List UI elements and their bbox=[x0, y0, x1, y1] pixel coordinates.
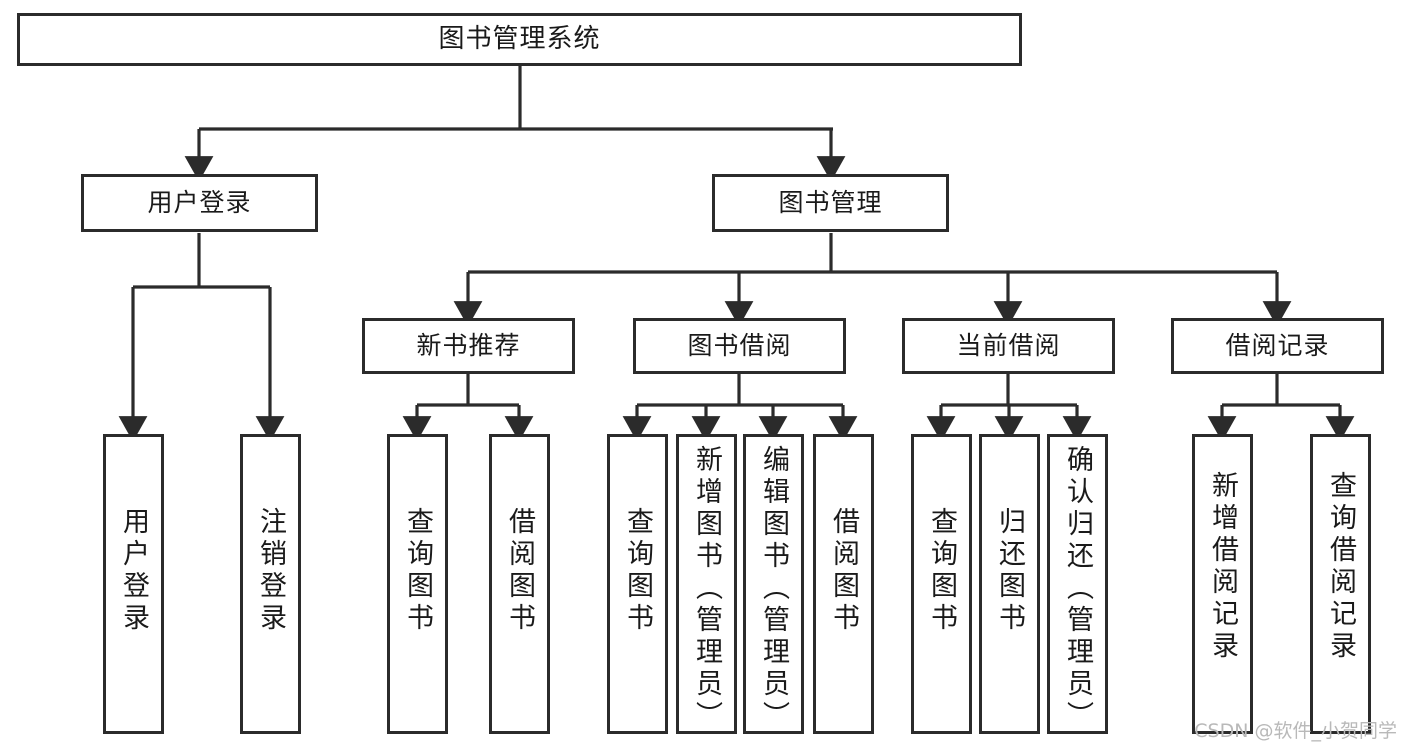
node-label: 确认归还（管理员） bbox=[1062, 445, 1093, 733]
node-label: 图书借阅 bbox=[687, 331, 792, 361]
node-label: 用户登录 bbox=[147, 188, 252, 218]
node-leaf-user-login[interactable]: 用户登录 bbox=[103, 434, 164, 734]
node-leaf-query-book-current[interactable]: 查询图书 bbox=[911, 434, 972, 734]
node-label: 新增图书（管理员） bbox=[691, 445, 722, 733]
node-leaf-query-book-borrow[interactable]: 查询图书 bbox=[607, 434, 668, 734]
node-leaf-confirm-return-admin[interactable]: 确认归还（管理员） bbox=[1047, 434, 1108, 734]
node-label: 注销登录 bbox=[255, 507, 286, 635]
node-label: 查询图书 bbox=[622, 507, 653, 635]
node-label: 查询图书 bbox=[926, 507, 957, 635]
node-current-borrow[interactable]: 当前借阅 bbox=[902, 318, 1115, 374]
node-book-borrow[interactable]: 图书借阅 bbox=[633, 318, 846, 374]
node-label: 借阅记录 bbox=[1225, 331, 1330, 361]
node-user-login[interactable]: 用户登录 bbox=[81, 174, 318, 232]
node-label: 新增借阅记录 bbox=[1207, 471, 1238, 663]
node-label: 归还图书 bbox=[994, 507, 1025, 635]
node-label: 用户登录 bbox=[118, 507, 149, 635]
node-leaf-add-book-admin[interactable]: 新增图书（管理员） bbox=[676, 434, 737, 734]
node-label: 当前借阅 bbox=[956, 331, 1061, 361]
node-leaf-query-borrow-record[interactable]: 查询借阅记录 bbox=[1310, 434, 1371, 734]
node-leaf-borrow-book-recommend[interactable]: 借阅图书 bbox=[489, 434, 550, 734]
node-leaf-borrow-book[interactable]: 借阅图书 bbox=[813, 434, 874, 734]
node-label: 借阅图书 bbox=[828, 507, 859, 635]
node-leaf-edit-book-admin[interactable]: 编辑图书（管理员） bbox=[743, 434, 804, 734]
node-label: 编辑图书（管理员） bbox=[758, 445, 789, 733]
node-root-book-management-system[interactable]: 图书管理系统 bbox=[17, 13, 1022, 66]
node-book-management[interactable]: 图书管理 bbox=[712, 174, 949, 232]
node-label: 查询图书 bbox=[402, 507, 433, 635]
node-leaf-add-borrow-record[interactable]: 新增借阅记录 bbox=[1192, 434, 1253, 734]
node-label: 借阅图书 bbox=[504, 507, 535, 635]
node-leaf-return-book[interactable]: 归还图书 bbox=[979, 434, 1040, 734]
node-label: 新书推荐 bbox=[416, 331, 521, 361]
node-label: 图书管理系统 bbox=[438, 24, 601, 55]
node-leaf-query-book-recommend[interactable]: 查询图书 bbox=[387, 434, 448, 734]
node-label: 图书管理 bbox=[778, 188, 883, 218]
node-borrow-record[interactable]: 借阅记录 bbox=[1171, 318, 1384, 374]
node-leaf-logout[interactable]: 注销登录 bbox=[240, 434, 301, 734]
node-new-book-recommend[interactable]: 新书推荐 bbox=[362, 318, 575, 374]
node-label: 查询借阅记录 bbox=[1325, 471, 1356, 663]
